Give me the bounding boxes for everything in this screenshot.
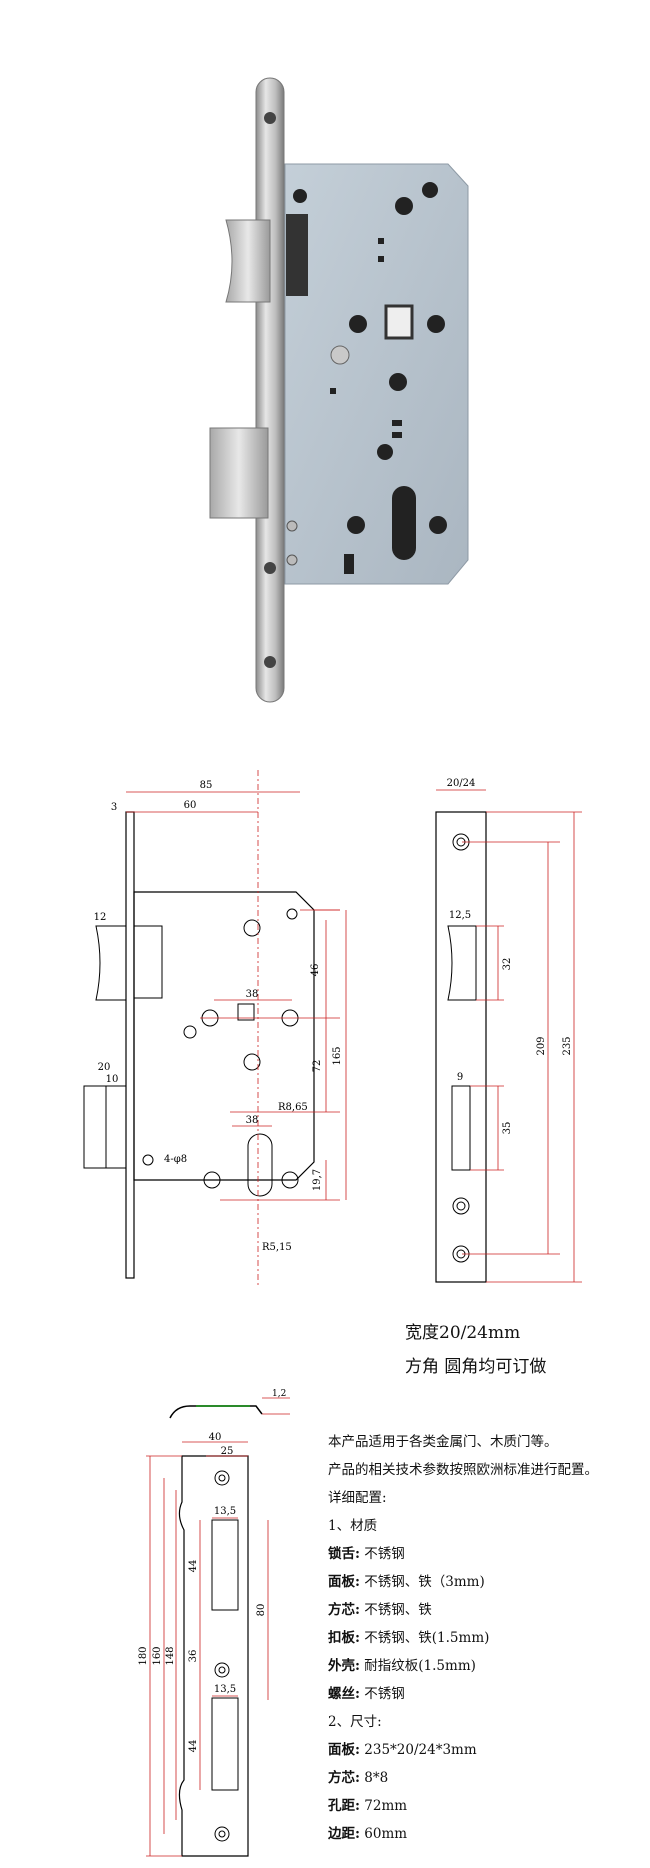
spec-section-dimensions: 2、尺寸: — [328, 1714, 382, 1730]
dim-38b: 38 — [246, 1115, 259, 1126]
dim-46: 46 — [310, 964, 321, 977]
dim-20: 20 — [98, 1062, 111, 1073]
dim-13-5b: 13,5 — [214, 1684, 236, 1695]
caption-width: 宽度20/24mm — [405, 1323, 521, 1343]
spec-config-title: 详细配置: — [328, 1490, 387, 1506]
lock-case — [284, 163, 469, 585]
dim-35: 35 — [502, 1122, 513, 1135]
dim-32: 32 — [502, 958, 513, 971]
dim-36: 36 — [188, 1650, 199, 1663]
dim-72: 72 — [312, 1060, 323, 1073]
strike-plate-drawing: 1,2 40 25 13,5 44 80 180 160 148 36 13,5… — [138, 1389, 290, 1857]
spec-section-materials: 1、材质 — [328, 1518, 378, 1534]
spec-item: 螺丝: 不锈钢 — [328, 1686, 405, 1702]
lock-case-drawing: 85 60 3 12 20 10 38 38 46 165 72 R8,65 4… — [83, 770, 347, 1285]
spec-item: 锁舌: 不锈钢 — [328, 1546, 405, 1562]
dim-165: 165 — [332, 1046, 343, 1065]
spec-item: 面板: 235*20/24*3mm — [328, 1742, 477, 1758]
dim-1-2: 1,2 — [272, 1389, 286, 1399]
dim-25: 25 — [221, 1446, 234, 1457]
cylinder-hole — [392, 486, 416, 560]
spec-item: 外壳: 耐指纹板(1.5mm) — [328, 1658, 476, 1674]
dead-bolt — [209, 427, 269, 519]
dim-40: 40 — [209, 1432, 222, 1443]
dim-80: 80 — [256, 1604, 267, 1617]
spec-item: 扣板: 不锈钢、铁(1.5mm) — [328, 1630, 490, 1646]
dim-4-phi8: 4-φ8 — [164, 1154, 187, 1165]
dim-12: 12 — [94, 912, 107, 923]
spec-item: 孔距: 72mm — [328, 1798, 408, 1814]
dim-9: 9 — [457, 1072, 463, 1083]
caption-corner: 方角 圆角均可订做 — [405, 1357, 547, 1377]
dim-235: 235 — [562, 1036, 573, 1055]
spec-item: 面板: 不锈钢、铁（3mm) — [328, 1574, 485, 1590]
spec-item: 边距: 60mm — [328, 1826, 408, 1842]
dim-r865: R8,65 — [278, 1102, 308, 1113]
dim-12-5: 12,5 — [449, 910, 471, 921]
spec-intro-1: 本产品适用于各类金属门、木质门等。 — [328, 1434, 558, 1450]
dim-13-5a: 13,5 — [214, 1506, 236, 1517]
spec-list: 本产品适用于各类金属门、木质门等。 产品的相关技术参数按照欧洲标准进行配置。 详… — [328, 1428, 646, 1848]
dim-60: 60 — [184, 800, 197, 811]
latch-bolt — [225, 219, 271, 303]
dim-209: 209 — [536, 1036, 547, 1055]
dim-38a: 38 — [246, 989, 259, 1000]
dim-10: 10 — [106, 1074, 119, 1085]
spec-item: 方芯: 不锈钢、铁 — [328, 1602, 432, 1618]
dim-160: 160 — [152, 1646, 163, 1665]
spec-intro-2: 产品的相关技术参数按照欧洲标准进行配置。 — [328, 1462, 598, 1478]
dim-3: 3 — [111, 802, 117, 813]
dim-44a: 44 — [188, 1560, 199, 1573]
dim-85: 85 — [200, 780, 213, 791]
dim-r515: R5,15 — [262, 1242, 292, 1253]
dim-20-24: 20/24 — [447, 778, 476, 789]
faceplate — [255, 77, 285, 703]
dim-19-7: 19,7 — [312, 1169, 323, 1191]
dim-180: 180 — [138, 1646, 149, 1665]
product-photo — [209, 77, 469, 703]
dim-148: 148 — [165, 1646, 176, 1665]
spec-item: 方芯: 8*8 — [328, 1770, 389, 1786]
dim-44b: 44 — [188, 1740, 199, 1753]
faceplate-drawing: 20/24 12,5 32 209 235 9 35 — [435, 778, 582, 1283]
